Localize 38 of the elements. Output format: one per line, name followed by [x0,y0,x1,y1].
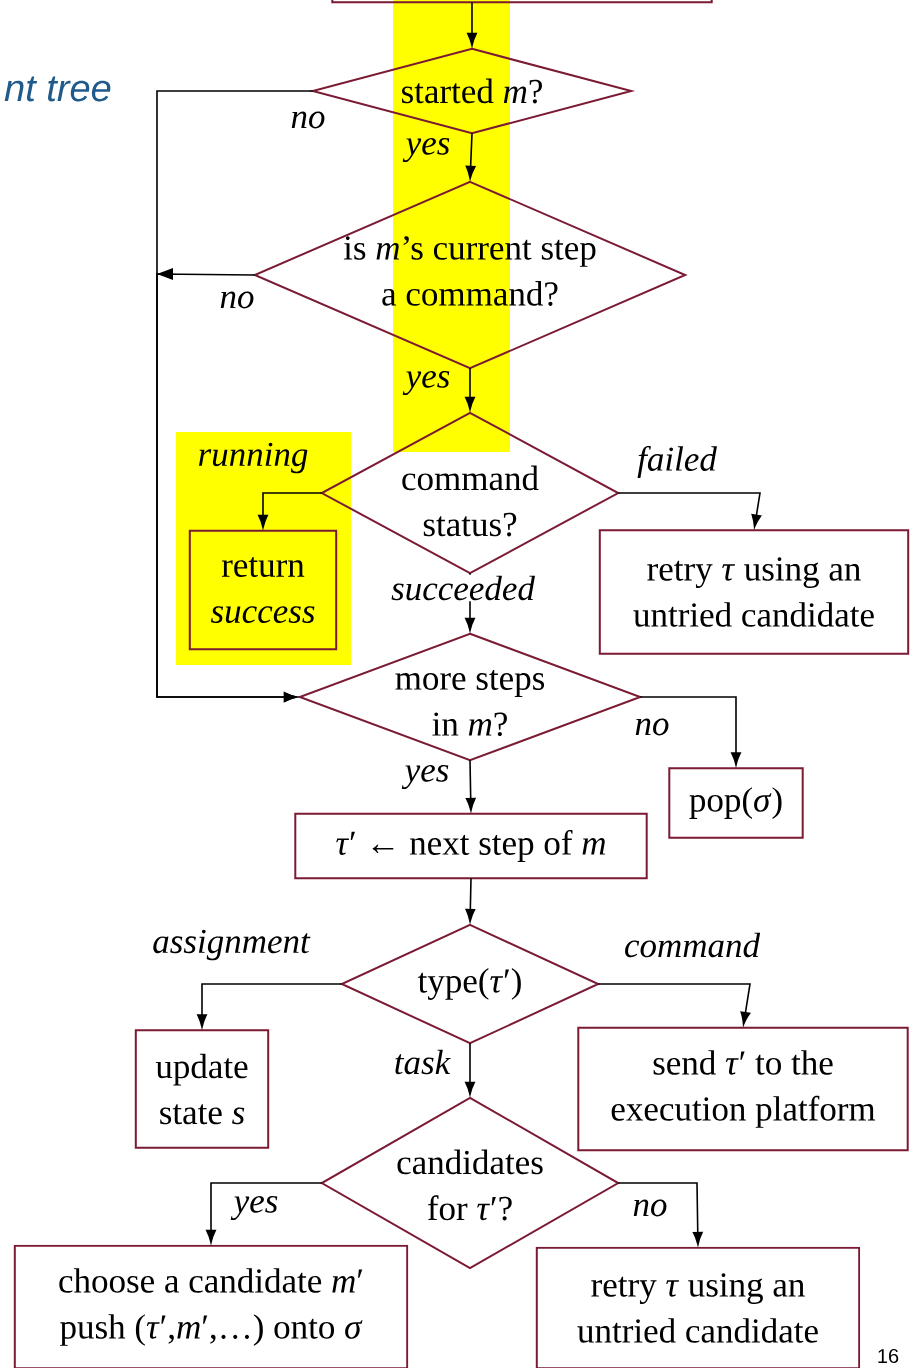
arrow [156,268,298,702]
edge-label: yes [401,765,449,790]
arrow [465,1042,475,1096]
edge-label: no [291,111,325,129]
edge-label: no [220,291,254,309]
arrow [597,983,751,1026]
process-box: retry τ using an untried candidate [598,529,910,655]
process-box: τ′ ← next step of m [294,812,648,880]
edge-label: succeeded [390,574,536,602]
arrow [206,1182,323,1243]
slide-title: nt tree [4,76,111,102]
process-box: update state s [134,1029,270,1149]
process-box: choose a candidate m′ push (τ′,m′,…) onto σ [13,1244,409,1368]
edge-label: task [395,1049,451,1075]
arrow [617,1182,703,1245]
arrow [258,492,323,529]
process-box: send τ′ to the execution platform [577,1026,909,1152]
arrow [197,983,343,1028]
edge-label: yes [230,1196,278,1221]
arrow [465,759,476,812]
edge-label: no [633,1199,667,1217]
edge-label: assignment [153,929,311,961]
arrow [639,696,741,766]
edge-label: yes [402,371,450,396]
page-number: 16 [878,1348,899,1364]
arrow [465,367,475,411]
arrow [465,877,476,923]
arrow [467,1,477,47]
edge-label: running [199,442,308,474]
process-box: retry τ using an untried candidate [535,1246,861,1368]
process-box: return success [188,529,338,651]
process-box: pop(σ) [668,767,804,839]
arrow [465,132,476,180]
process-box [331,0,713,4]
edge-label: command [625,932,761,958]
edge-label: yes [402,138,450,163]
edge-label: failed [637,445,717,479]
arrow [617,492,762,528]
